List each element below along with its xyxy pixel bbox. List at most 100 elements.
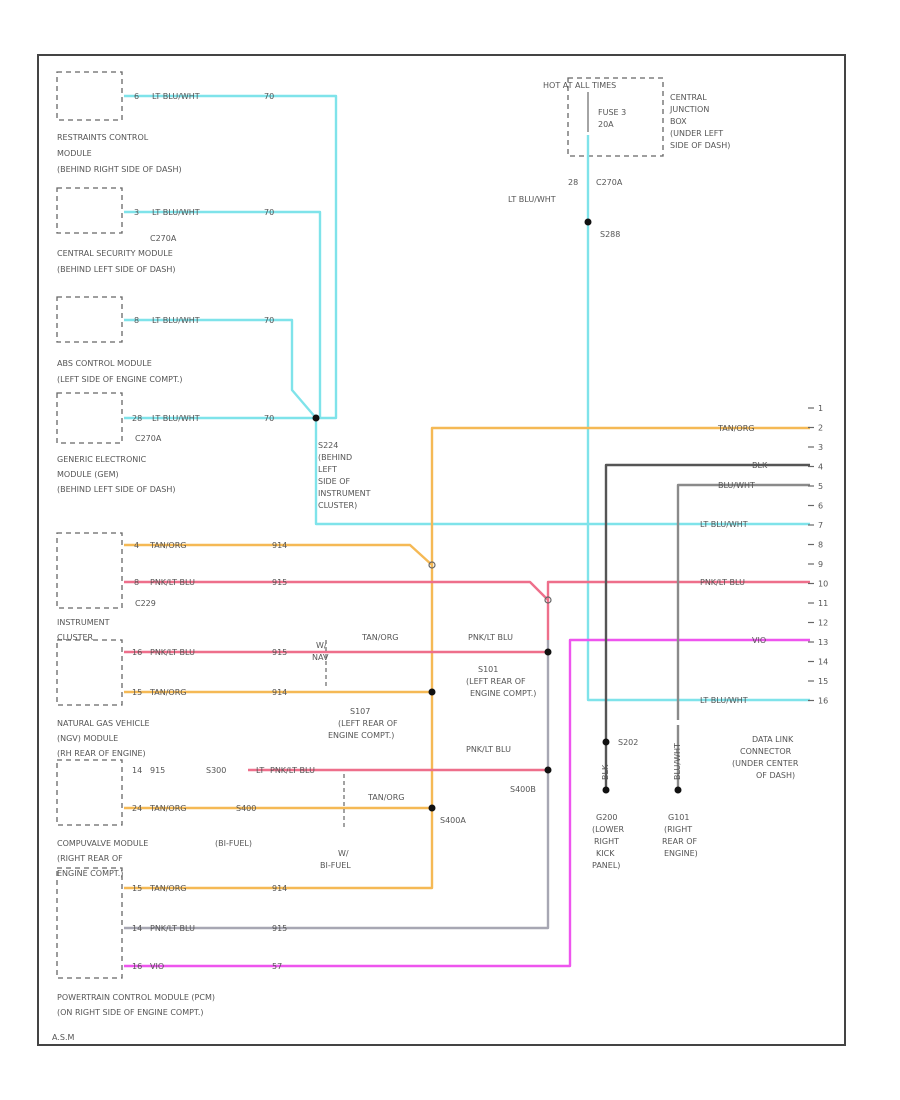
module-pin-labels: 6 3 8 28 4 8 16 15 14 24 15 14 16 [132, 92, 142, 971]
pin-ngv-b: 15 [132, 688, 142, 697]
label-g200-1: G200 [596, 813, 617, 822]
dlc-pin-9: 9 [818, 560, 823, 569]
label-cjb-2: JUNCTION [669, 105, 709, 114]
dlc-pin-2: 2 [818, 424, 823, 433]
label-pnk-upper: PNK/LT BLU [468, 633, 513, 642]
vio-wire-pcm [124, 638, 810, 968]
label-hot-at-all-times: HOT AT ALL TIMES [543, 81, 616, 90]
pin-pcm-b: 14 [132, 924, 142, 933]
label-circuit-57: 57 [272, 962, 282, 971]
label-g101-1: G101 [668, 813, 689, 822]
ground-g101 [674, 786, 682, 794]
dlc-pin-12: 12 [818, 619, 828, 628]
abs-control-module-box [56, 296, 123, 343]
label-tan-org-upper: TAN/ORG [361, 633, 398, 642]
label-dlc-ltbluwht-2: LT BLU/WHT [700, 696, 748, 705]
ground-g200 [602, 786, 610, 794]
label-s224-1: S224 [318, 441, 338, 450]
dlc-pin-14: 14 [818, 658, 828, 667]
lt-blu-wht-wire-fuse [586, 135, 810, 702]
pnk-lt-blu-wire-cluster [124, 580, 550, 640]
label-dlc-tan: TAN/ORG [717, 424, 754, 433]
label-circuit-914a: 914 [272, 541, 287, 550]
label-lt: LT [256, 766, 264, 775]
restraints-control-module-box [56, 71, 123, 121]
lt-blu-wht-wire-abs [124, 318, 317, 419]
dlc-pin-10: 10 [818, 580, 828, 589]
label-csm-2: (BEHIND LEFT SIDE OF DASH) [57, 265, 175, 274]
label-bifuel-1: W/ [338, 849, 349, 858]
ngv-module-box [56, 639, 123, 706]
pin-abs: 8 [134, 316, 139, 325]
label-circuit-csm: 70 [264, 208, 274, 217]
label-pcm-1: POWERTRAIN CONTROL MODULE (PCM) [57, 993, 215, 1002]
junction-box-labels: HOT AT ALL TIMES CENTRAL JUNCTION BOX (U… [508, 81, 730, 239]
label-cjb-3: BOX [670, 117, 687, 126]
label-csm-1: CENTRAL SECURITY MODULE [57, 249, 173, 258]
label-s224-2: (BEHIND [318, 453, 352, 462]
pnk-lt-blu-wire-pcm [124, 640, 550, 930]
connector-tan-org [428, 561, 436, 569]
label-s101-3: ENGINE COMPT.) [470, 689, 536, 698]
label-s400: S400 [236, 804, 256, 813]
pin-csm: 3 [134, 208, 139, 217]
instrument-cluster-box [56, 532, 123, 609]
label-gem-2: MODULE (GEM) [57, 470, 119, 479]
label-wire-cv-pnk: 915 [150, 766, 165, 775]
dlc-pin-1: 1 [818, 404, 823, 413]
label-wire-cv-tan: TAN/ORG [149, 804, 186, 813]
label-bifuel-2: BI-FUEL [320, 861, 351, 870]
label-g101-3: REAR OF [662, 837, 697, 846]
splice-s288 [584, 218, 592, 226]
label-pcm-2: (ON RIGHT SIDE OF ENGINE COMPT.) [57, 1008, 204, 1017]
label-s300: S300 [206, 766, 226, 775]
label-ngv-2: (NGV) MODULE [57, 734, 118, 743]
label-dlc-2: CONNECTOR [740, 747, 792, 756]
tan-org-wire-dlc [430, 426, 810, 565]
label-compuvalve-bifuel: (BI-FUEL) [215, 839, 252, 848]
splice-s202 [602, 738, 610, 746]
label-circuit-914b: 914 [272, 688, 287, 697]
label-s202: S202 [618, 738, 638, 747]
label-cjb-5: SIDE OF DASH) [670, 141, 730, 150]
label-cluster-1: INSTRUMENT [57, 618, 110, 627]
label-wire-pcm-tan: TAN/ORG [149, 884, 186, 893]
label-cluster-2: CLUSTER [57, 633, 94, 642]
dlc-pin-5: 5 [818, 482, 823, 491]
pin-pcm-c: 16 [132, 962, 142, 971]
label-circuit-915b: 915 [272, 648, 287, 657]
label-dlc-blk: BLK [752, 461, 768, 470]
label-circuit-gem: 70 [264, 414, 274, 423]
label-s107-3: ENGINE COMPT.) [328, 731, 394, 740]
label-fuse-2: 20A [598, 120, 614, 129]
dlc-pin-3: 3 [818, 443, 823, 452]
label-dlc-ltbluwht: LT BLU/WHT [700, 520, 748, 529]
label-cjb-1: CENTRAL [670, 93, 707, 102]
dlc-pin-16: 16 [818, 697, 828, 706]
label-wire-abs: LT BLU/WHT [152, 316, 200, 325]
label-gem-3: (BEHIND LEFT SIDE OF DASH) [57, 485, 175, 494]
label-compuvalve-3: ENGINE COMPT.) [57, 869, 123, 878]
dlc-pin-11: 11 [818, 599, 828, 608]
dlc-pin-7: 7 [818, 521, 823, 530]
label-g200-4: KICK [596, 849, 615, 858]
label-s224-6: CLUSTER) [318, 501, 357, 510]
label-s400b: S400B [510, 785, 536, 794]
connector-pnk-lt-blu [544, 596, 552, 604]
label-g101-4: ENGINE) [664, 849, 698, 858]
label-s107-1: S107 [350, 707, 370, 716]
label-abs-2: (LEFT SIDE OF ENGINE COMPT.) [57, 375, 183, 384]
lt-blu-wht-wire-rcm [124, 94, 338, 420]
compuvalve-module-box [56, 759, 123, 826]
central-security-module-box [56, 187, 123, 234]
pin-ngv-a: 16 [132, 648, 142, 657]
wire-labels: LT BLU/WHT 70 LT BLU/WHT 70 LT BLU/WHT 7… [149, 92, 768, 971]
blu-wht-wire-dlc [676, 483, 810, 790]
label-c270a: C270A [596, 178, 623, 187]
splice-s224 [312, 414, 320, 422]
label-circuit-915c: 915 [272, 924, 287, 933]
label-circuit-914c: 914 [272, 884, 287, 893]
label-g200-5: PANEL) [592, 861, 620, 870]
splice-s107 [428, 688, 436, 696]
